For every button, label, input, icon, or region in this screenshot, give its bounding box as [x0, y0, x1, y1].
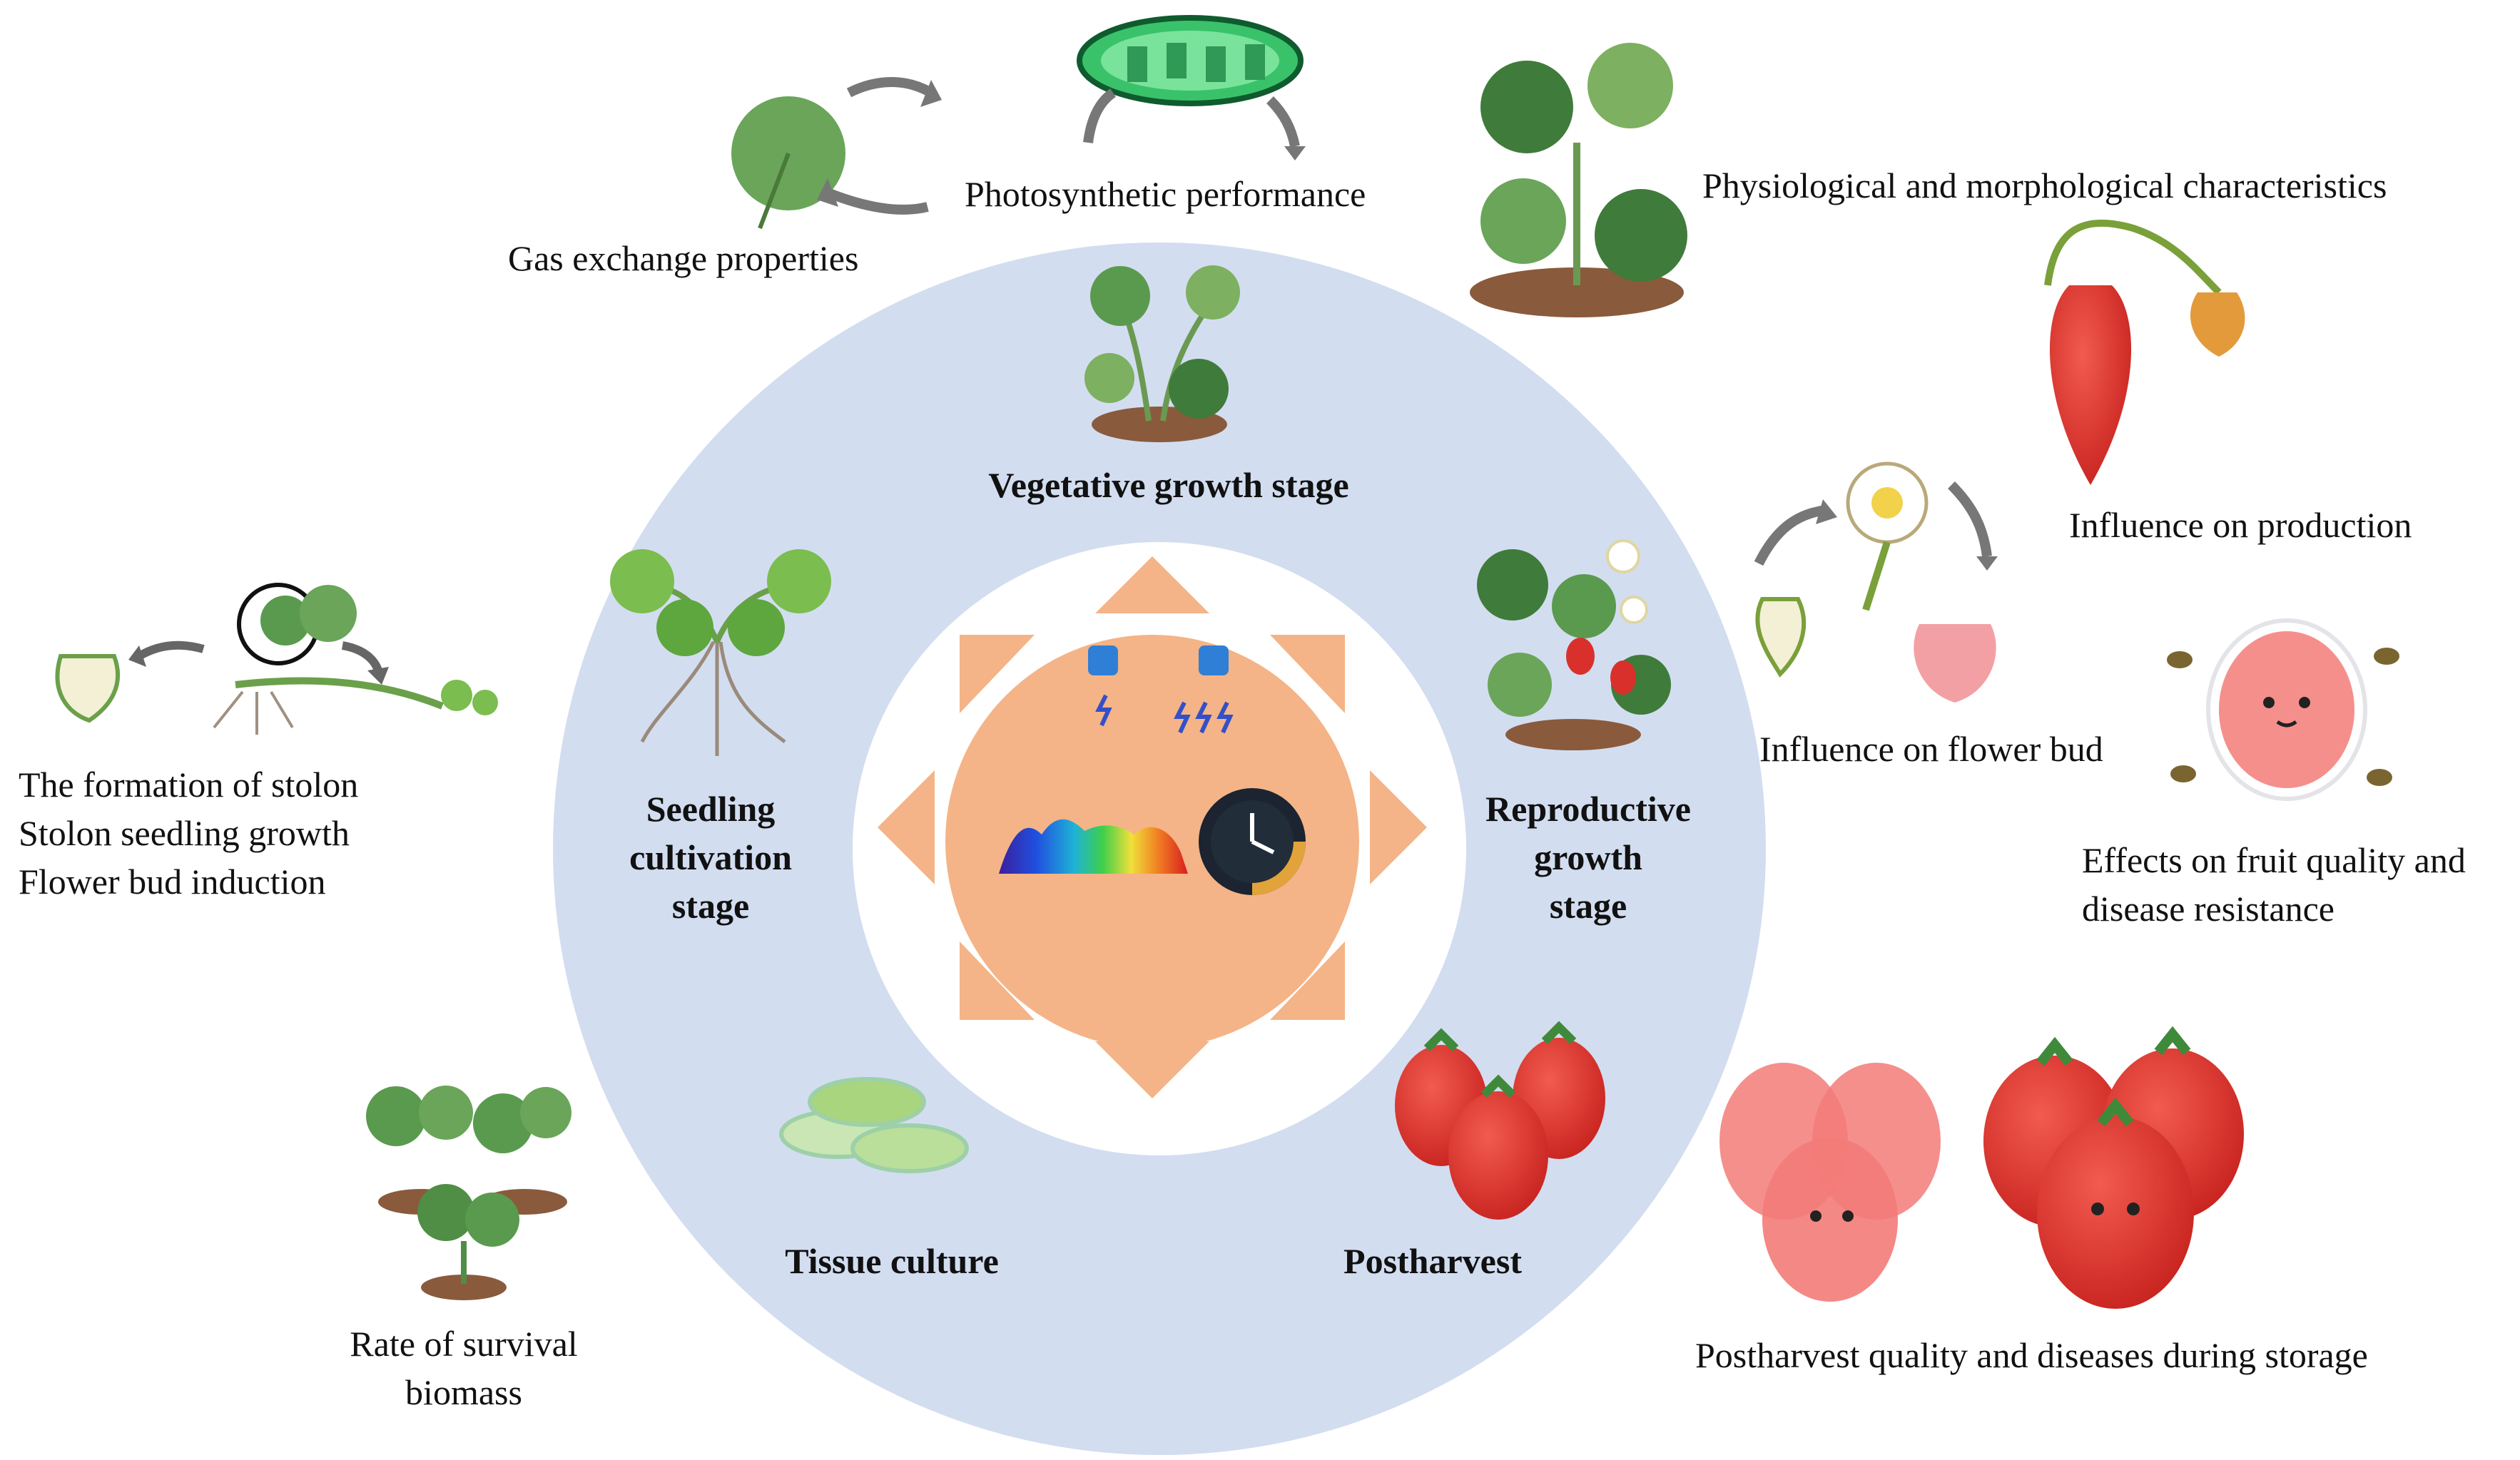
postharvest-quality-label: Postharvest quality and diseases during … — [1695, 1335, 2368, 1375]
tissue-culture-label: Tissue culture — [785, 1241, 999, 1281]
stolon-line-3: Flower bud induction — [19, 862, 326, 902]
photosynthetic-label: Photosynthetic performance — [965, 174, 1366, 214]
cartoon-strawberry-pests-icon — [2167, 618, 2399, 801]
chloroplast-icon — [1077, 15, 1306, 160]
leaf-gas-exchange-icon — [731, 77, 942, 230]
stolon-label: The formation of stolon Stolon seedling … — [19, 760, 358, 906]
tissue-culture-dish-icon — [779, 1077, 969, 1173]
vegetative-stage-label: Vegetative growth stage — [988, 465, 1349, 505]
reproductive-stage-line-1: Reproductive — [1485, 789, 1691, 829]
stolon-illustration-icon — [55, 583, 498, 735]
reproductive-plant-icon — [1477, 539, 1671, 750]
survival-line-1: Rate of survival — [350, 1324, 578, 1364]
reproductive-stage-label: Reproductive growth stage — [1485, 785, 1691, 930]
fruit-quality-label: Effects on fruit quality and disease res… — [2082, 836, 2466, 933]
stored-strawberries-icon — [1719, 1026, 2244, 1309]
seedlings-survival-icon — [366, 1086, 571, 1300]
production-label: Influence on production — [2069, 505, 2412, 545]
photoperiod-clock-icon — [1199, 788, 1306, 895]
seedling-stage-line-2: cultivation — [629, 837, 792, 877]
survival-label: Rate of survival biomass — [350, 1319, 577, 1416]
hanging-strawberry-icon — [2044, 219, 2245, 485]
fruit-quality-line-2: disease resistance — [2082, 889, 2335, 929]
seedling-stage-line-1: Seedling — [646, 789, 776, 829]
flower-bud-label: Influence on flower bud — [1759, 729, 2103, 769]
lamp-icon — [1088, 645, 1234, 734]
reproductive-stage-line-3: stage — [1549, 886, 1627, 926]
postharvest-label: Postharvest — [1343, 1241, 1522, 1281]
survival-line-2: biomass — [405, 1372, 522, 1412]
light-spectrum-icon — [999, 819, 1188, 874]
seedling-stage-line-3: stage — [671, 886, 750, 926]
gas-exchange-label: Gas exchange properties — [508, 238, 859, 278]
reproductive-stage-line-2: growth — [1534, 837, 1642, 877]
stolon-line-1: The formation of stolon — [19, 765, 359, 805]
vegetative-plant-icon — [1084, 265, 1240, 442]
stolon-line-2: Stolon seedling growth — [19, 813, 350, 853]
seedling-stage-label: Seedling cultivation stage — [629, 785, 792, 930]
postharvest-strawberry-icon — [1395, 1021, 1605, 1220]
fruit-quality-line-1: Effects on fruit quality and — [2082, 840, 2466, 880]
physiological-label: Physiological and morphological characte… — [1702, 165, 2387, 205]
flower-cycle-icon — [1754, 461, 1998, 703]
seedling-plant-icon — [610, 549, 831, 756]
large-strawberry-plant-icon — [1470, 43, 1687, 317]
